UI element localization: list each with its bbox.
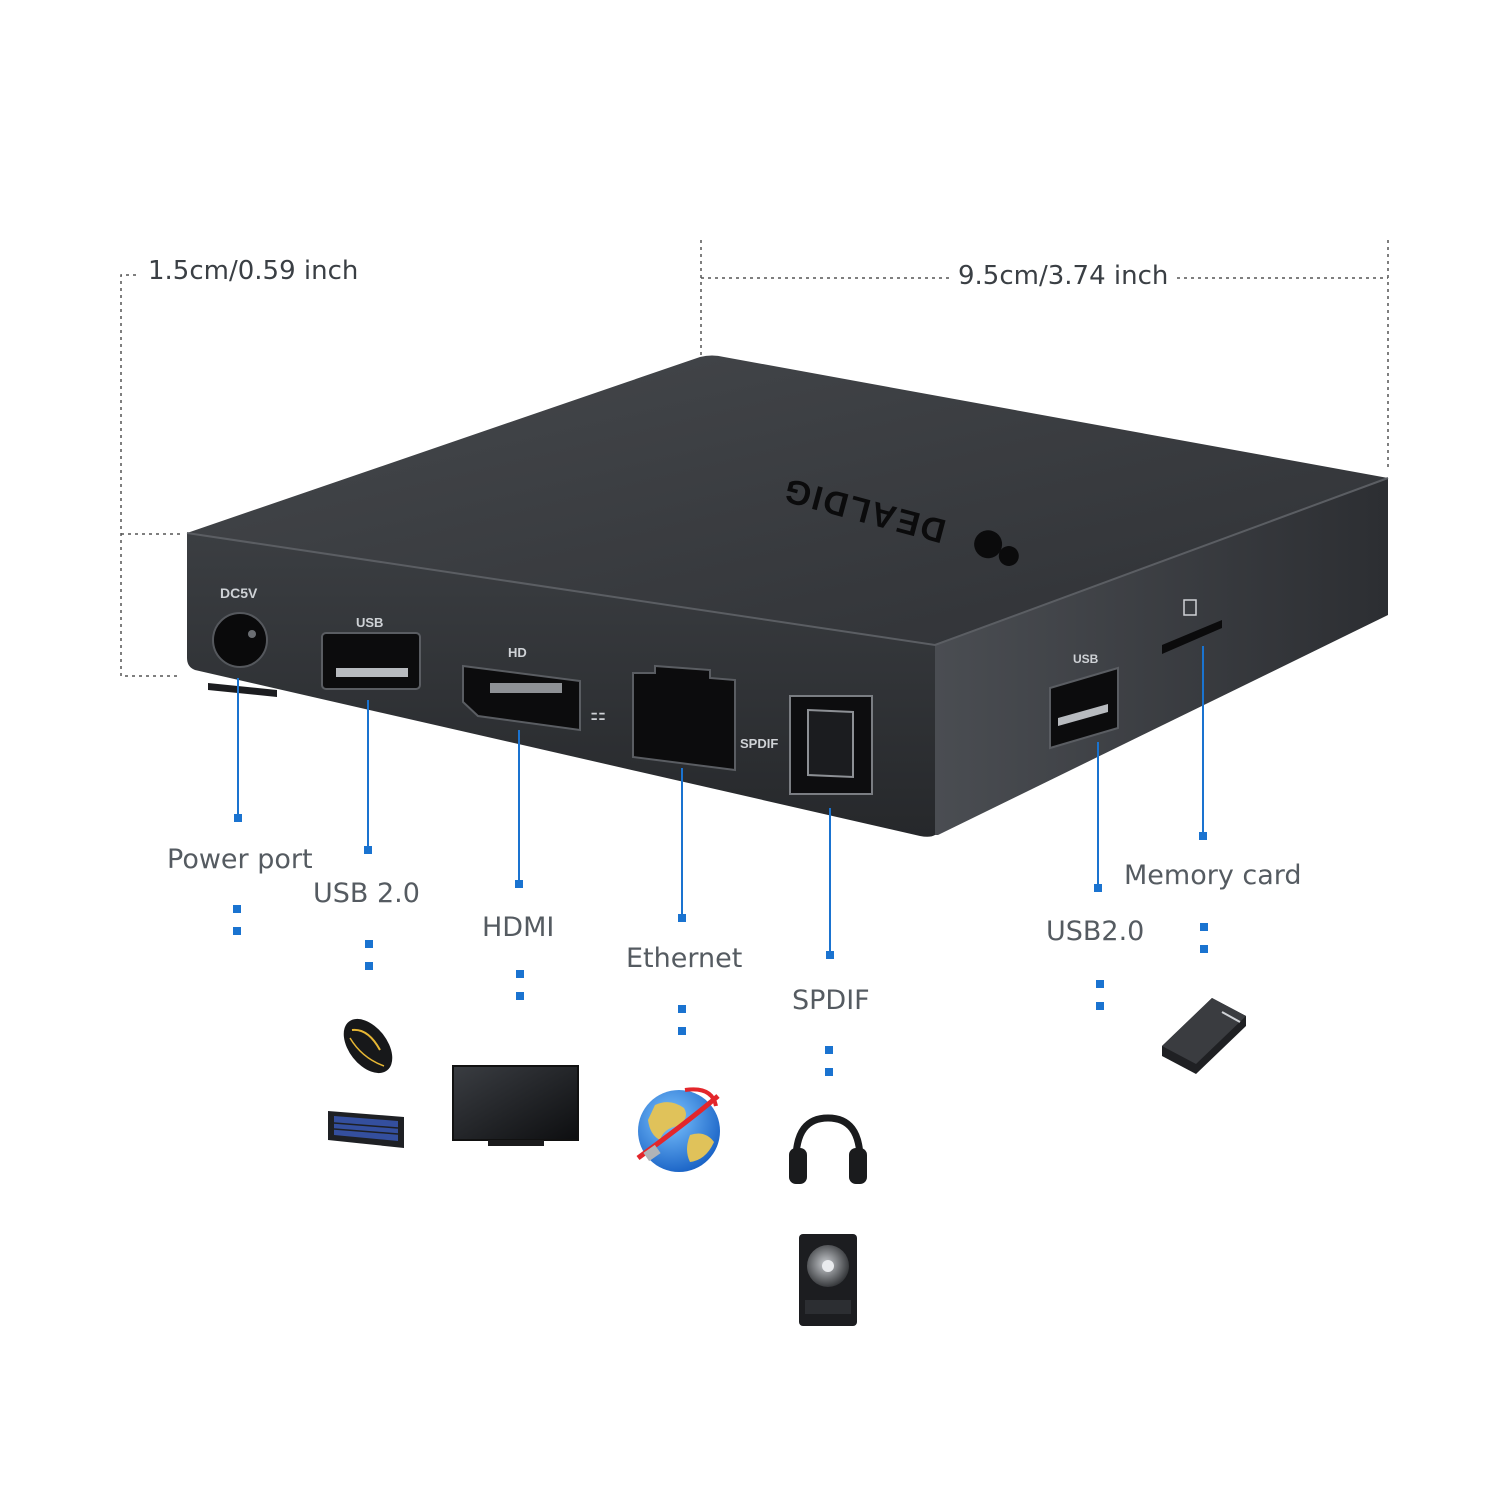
box-top [187,355,1388,645]
usb-front-port [321,632,421,690]
sd-card-icon [1162,998,1246,1074]
mouse-icon [343,1018,393,1074]
dotted-connectors [233,905,1208,1076]
port-label-spdif: SPDIF [792,985,870,1016]
logo-mark-2 [998,545,1019,566]
headphones-icon [789,1114,867,1184]
spdif-marking: SPDIF [740,736,778,751]
port-label-hdmi: HDMI [482,912,555,943]
speaker-icon [799,1234,857,1326]
port-label-usb-side: USB2.0 [1046,916,1145,947]
port-label-usb-front: USB 2.0 [313,878,420,909]
power-jack-pin [248,630,256,638]
tv-icon [452,1065,579,1146]
width-dimension-label: 9.5cm/3.74 inch [950,263,1177,289]
power-jack [212,612,268,668]
dc-marking: DC5V [220,585,258,601]
hdmi-marking: HD [508,645,527,660]
height-dimension-label: 1.5cm/0.59 inch [140,258,367,284]
keyboard-icon [328,1111,404,1148]
hdmi-port [462,664,581,732]
box-foot [208,683,277,697]
callout-endpoints [234,814,1207,959]
callouts [237,646,1204,955]
usb-side-port [1049,666,1119,750]
usb-side-marking: USB [1073,652,1099,666]
logo-mark [974,530,1003,559]
usb-side-tongue [1058,704,1108,726]
usb-front-marking: USB [356,615,383,630]
box-side [935,478,1388,835]
usb-front-tongue [336,668,408,677]
memory-card-marking [1183,599,1197,616]
tv-box: DEALDIG DC5V USB HD ⚏ SPDIF USB [186,355,1389,837]
box-edge-highlight [186,477,1389,647]
port-label-memory: Memory card [1124,860,1302,891]
memory-card-slot [1162,620,1222,654]
ethernet-lan-glyph: ⚏ [590,704,606,725]
spdif-opening [807,708,854,779]
hdmi-pins [490,683,562,693]
port-label-power: Power port [167,844,313,875]
ethernet-port [632,664,736,772]
globe-network-icon [636,1087,720,1172]
port-label-ethernet: Ethernet [626,943,743,974]
height-guide [120,274,180,677]
